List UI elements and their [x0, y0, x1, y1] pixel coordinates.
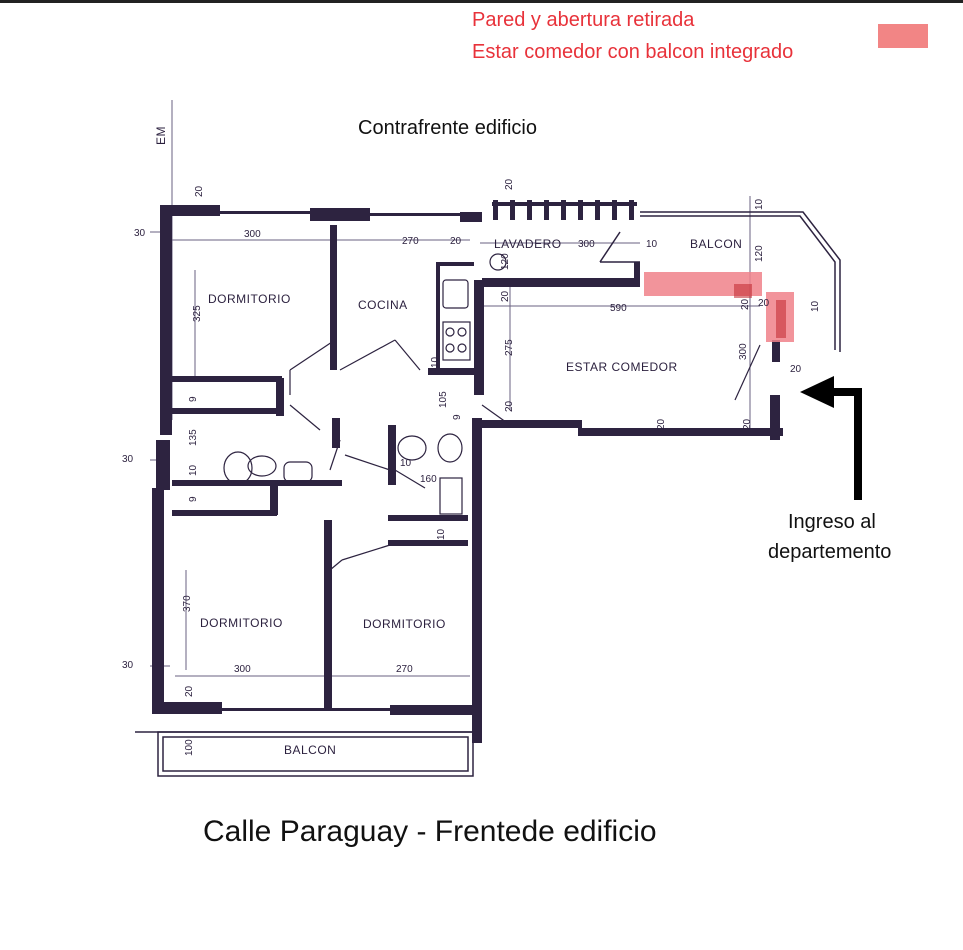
dim-100-balcon: 100 — [184, 739, 195, 756]
walls — [152, 205, 783, 743]
dim-30-left-bottom: 30 — [122, 660, 134, 671]
label-dormitorio-bottom-right: DORMITORIO — [363, 617, 446, 631]
dim-325: 325 — [192, 305, 203, 322]
dim-10-lavadero: 10 — [646, 239, 658, 250]
label-balcon-top: BALCON — [690, 237, 742, 251]
dim-20-lavadero-top: 20 — [504, 178, 515, 190]
dim-300-lavadero: 300 — [578, 239, 595, 250]
dim-120-balcon: 120 — [754, 245, 765, 262]
dim-9-b: 9 — [188, 496, 199, 502]
dim-270-top: 270 — [402, 236, 419, 247]
top-border — [0, 0, 963, 3]
dim-590: 590 — [610, 303, 627, 314]
dim-160: 160 — [420, 474, 437, 485]
dim-20-top: 20 — [450, 236, 462, 247]
dim-20-estar-b: 20 — [758, 298, 770, 309]
dim-9-a: 9 — [188, 396, 199, 402]
lavadero-railing — [492, 200, 637, 220]
label-dormitorio-bottom-left: DORMITORIO — [200, 616, 283, 630]
removed-walls — [644, 272, 794, 342]
axis-mark: EM — [154, 126, 168, 145]
entry-caption-line-2: departemento — [768, 541, 892, 563]
dim-370: 370 — [182, 595, 193, 612]
dim-10-bath-left: 10 — [188, 464, 199, 476]
label-cocina: COCINA — [358, 298, 408, 312]
dim-20-estar-bottom: 20 — [656, 418, 667, 430]
dim-270-bottom: 270 — [396, 664, 413, 675]
bottom-caption: Calle Paraguay - Frentede edificio — [203, 815, 657, 848]
legend-line-2: Estar comedor con balcon integrado — [472, 41, 794, 63]
dim-20-corner-top: 20 — [194, 185, 205, 197]
dim-300-top: 300 — [244, 229, 261, 240]
dim-20-estar-corner: 20 — [740, 298, 751, 310]
dim-300-bottom: 300 — [234, 664, 251, 675]
dim-300-estar: 300 — [738, 343, 749, 360]
fixtures — [223, 253, 507, 515]
bottom-balcony-outline — [135, 731, 474, 777]
dim-30-left-top: 30 — [134, 228, 146, 239]
label-dormitorio-top: DORMITORIO — [208, 292, 291, 306]
door-swings — [289, 339, 761, 571]
dim-20-estar-a: 20 — [500, 290, 511, 302]
dim-30-left-mid: 30 — [122, 454, 134, 465]
label-balcon-bottom: BALCON — [284, 743, 336, 757]
dim-10-balcon: 10 — [754, 198, 765, 210]
dim-105: 105 — [438, 391, 449, 408]
dim-20-bottom: 20 — [184, 685, 195, 697]
removed-wall-core — [734, 284, 786, 338]
top-balcony-outline — [599, 211, 841, 352]
dim-10-estar: 10 — [810, 300, 821, 312]
dim-20-door: 20 — [504, 400, 515, 412]
label-lavadero: LAVADERO — [494, 237, 562, 251]
dim-120-lavadero: 120 — [500, 253, 511, 270]
dim-20-estar-c: 20 — [790, 364, 802, 375]
dim-10-bath: 10 — [400, 458, 412, 469]
dimension-lines — [150, 100, 760, 690]
label-estar-comedor: ESTAR COMEDOR — [566, 360, 678, 374]
dim-20-estar-right: 20 — [742, 418, 753, 430]
top-caption: Contrafrente edificio — [358, 117, 537, 139]
dim-10-hall2: 10 — [436, 528, 447, 540]
dim-275: 275 — [504, 339, 515, 356]
entry-arrow — [800, 376, 862, 500]
legend-swatch-removed-wall — [878, 24, 928, 48]
dim-10-cocina: 10 — [430, 356, 441, 368]
dim-135: 135 — [188, 429, 199, 446]
legend-line-1: Pared y abertura retirada — [472, 9, 695, 31]
entry-caption-line-1: Ingreso al — [788, 511, 876, 533]
dim-9-hall: 9 — [452, 414, 463, 420]
